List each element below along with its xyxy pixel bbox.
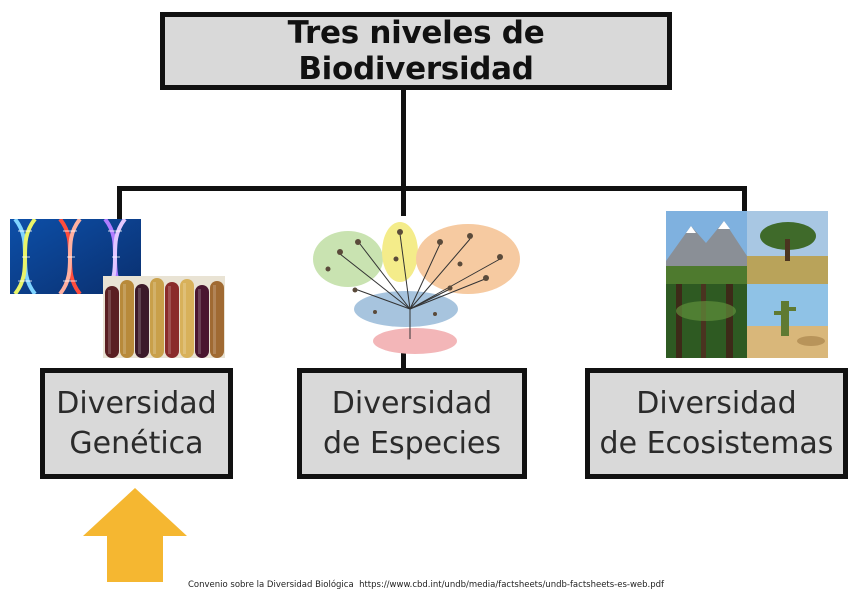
ecosystems-line2: de Ecosistemas (599, 425, 834, 461)
connector-right-down (742, 186, 747, 212)
connector-title-down (401, 88, 406, 188)
connector-left-down (117, 186, 122, 220)
ecosystems-image (666, 211, 828, 358)
diagram-title: Tres niveles de Biodiversidad (287, 15, 545, 87)
connector-middle-down (401, 186, 406, 216)
ecosystems-line1: Diversidad (636, 385, 797, 421)
source-url[interactable]: https://www.cbd.int/undb/media/factsheet… (359, 580, 665, 590)
level-box-ecosystems: Diversidad de Ecosistemas (585, 368, 848, 479)
genetic-line2: Genética (69, 425, 204, 461)
connector-horizontal (117, 186, 747, 191)
connector-middle-to-box (401, 348, 406, 372)
up-arrow-icon (83, 488, 187, 582)
genetic-line1: Diversidad (56, 385, 217, 421)
maize-image (103, 276, 225, 358)
level-box-species: Diversidad de Especies (297, 368, 527, 479)
source-name: Convenio sobre la Diversidad Biológica (187, 580, 354, 590)
species-line2: de Especies (322, 425, 502, 461)
source-caption: Convenio sobre la Diversidad Biológica h… (0, 580, 852, 590)
species-line1: Diversidad (331, 385, 493, 421)
level-box-genetic: Diversidad Genética (40, 368, 233, 479)
title-box: Tres niveles de Biodiversidad (160, 12, 672, 90)
phylogenetic-tree-image (300, 214, 530, 354)
